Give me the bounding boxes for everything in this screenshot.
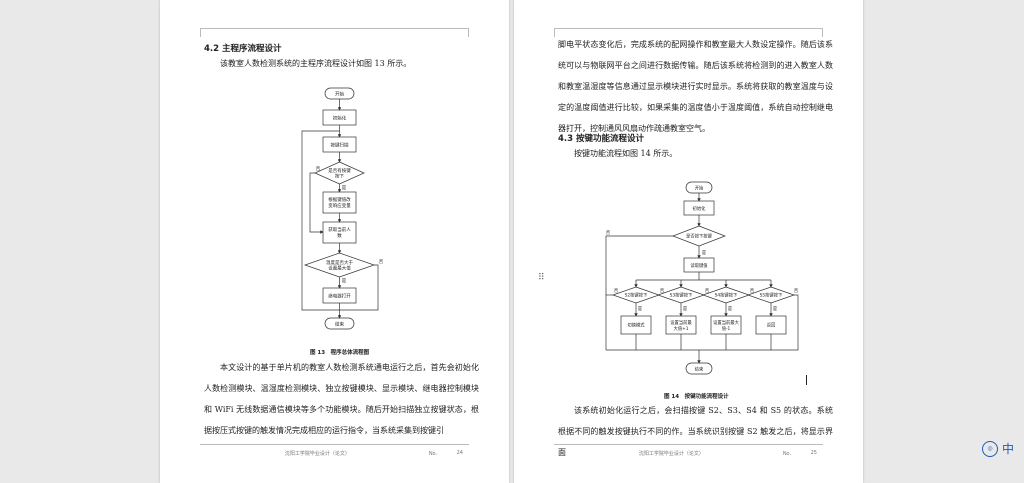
flow2-no-3: 否 xyxy=(705,288,710,294)
ime-language: 中 xyxy=(1002,442,1015,456)
flow-yes-label-2: 是 xyxy=(342,278,347,284)
flow2-k1-label: S2按键按下 xyxy=(625,292,648,299)
flow-start-label: 开始 xyxy=(335,91,344,98)
key-flowchart: 开始 初始化 是否按下按键 读取键值 S2按键按下 S3按键按下 S4按键按下 … xyxy=(605,181,799,375)
section-intro-2: 按键功能流程如图 14 所示。 xyxy=(574,149,678,158)
flow2-k4-label: S5按键按下 xyxy=(760,292,783,299)
figure-14-caption: 图 14 按键功能流程设计 xyxy=(664,394,729,400)
section-heading-4-3: 4.3 按键功能流程设计 xyxy=(558,134,645,144)
footer-no: No． xyxy=(428,450,441,457)
ime-indicator[interactable]: ◎ 中 xyxy=(982,440,1014,457)
flow-decision-temp-line1: 温度是否大于 xyxy=(326,259,353,266)
page2-top-text: 脚电平状态变化后，完成系统的配网操作和教室最大人数设定操作。随后该系统可以与物联… xyxy=(558,40,833,133)
page2-body-text: 该系统初始化运行之后，会扫描按键 S2、S3、S4 和 S5 的状态。系统根据不… xyxy=(558,406,833,457)
flow-decision-temp-line2: 设置最大值 xyxy=(328,265,351,272)
section-intro: 该教室人数检测系统的主程序流程设计如图 13 所示。 xyxy=(220,59,412,68)
page1-body-text: 本文设计的基于单片机的教室人数检测系统通电运行之后，首先会初始化人数检测模块、温… xyxy=(204,363,479,435)
figure-13-caption: 图 13 程序总体流程图 xyxy=(310,350,370,356)
flow-process-key-line1: 根据键值改 xyxy=(328,196,351,203)
flow2-init-label: 初始化 xyxy=(693,205,707,212)
flow2-start-label: 开始 xyxy=(695,185,704,192)
flow-decision-key-line1: 是否有按键 xyxy=(328,167,351,174)
flow2-a1-label: 切换模式 xyxy=(627,322,645,329)
flow2-no-2: 否 xyxy=(660,288,665,294)
flow-no-label-1: 否 xyxy=(316,166,321,172)
drag-handle-icon[interactable]: ⠿ xyxy=(538,273,545,283)
flow-relay-label: 继电器打开 xyxy=(328,293,351,300)
document-page-24: 4.2 主程序流程设计 该教室人数检测系统的主程序流程设计如图 13 所示。 xyxy=(160,0,509,483)
flow2-a4-label: 返回 xyxy=(767,322,776,329)
flow2-a3-line1: 设置当前最大 xyxy=(713,319,739,326)
main-flowchart: 开始 初始化 按键扫描 是否有按键 按下 根据键值改 变响应变量 获取当前人 数… xyxy=(301,87,384,330)
flow2-k2-label: S3按键按下 xyxy=(670,292,693,299)
flow2-a2-line1: 设置当前最 xyxy=(670,319,692,326)
section-heading-4-2: 4.2 主程序流程设计 xyxy=(204,44,282,54)
flow2-yes-0: 是 xyxy=(702,250,707,256)
text-cursor xyxy=(806,375,807,385)
flow-yes-label-1: 是 xyxy=(342,185,347,191)
flow2-end-label: 结束 xyxy=(695,366,704,373)
flow2-a2-line2: 大值+1 xyxy=(674,325,689,332)
flow-process-count-line1: 获取当前人 xyxy=(328,226,351,233)
flow2-no-5: 否 xyxy=(794,288,799,294)
header-rule xyxy=(200,28,469,37)
flow2-no-4: 否 xyxy=(750,288,755,294)
footer-page-number: 24 xyxy=(456,450,463,456)
flow2-k3-label: S4按键按下 xyxy=(715,292,738,299)
flow-no-label-2: 否 xyxy=(379,259,384,265)
flow2-no-0: 否 xyxy=(606,230,611,236)
flow2-yes-2: 是 xyxy=(683,306,688,312)
flow-decision-key-line2: 按下 xyxy=(335,173,344,180)
flow2-decision-label: 是否按下按键 xyxy=(686,233,712,240)
flow-end-label: 结束 xyxy=(335,321,344,328)
flow2-no-1: 否 xyxy=(614,288,619,294)
footer-title: 沈阳工学院毕业设计（论文） xyxy=(284,450,350,457)
flow-scan-label: 按键扫描 xyxy=(331,142,349,149)
flow-process-key-line2: 变响应变量 xyxy=(328,202,351,209)
flow-process-count-line2: 数 xyxy=(337,232,342,239)
flow2-yes-3: 是 xyxy=(728,306,733,312)
footer-title: 沈阳工学院毕业设计（论文） xyxy=(638,450,704,457)
document-page-25: 脚电平状态变化后，完成系统的配网操作和教室最大人数设定操作。随后该系统可以与物联… xyxy=(514,0,863,483)
flow-init-label: 初始化 xyxy=(333,115,347,122)
header-rule xyxy=(554,28,823,37)
footer-no: No． xyxy=(782,450,795,457)
ime-icon: ◎ xyxy=(982,440,998,457)
footer-page-number: 25 xyxy=(810,450,817,456)
flow2-yes-1: 是 xyxy=(638,306,643,312)
flow2-read-label: 读取键值 xyxy=(690,262,708,269)
page-footer: 沈阳工学院毕业设计（论文） No． 25 xyxy=(554,444,823,461)
flow2-yes-4: 是 xyxy=(773,306,778,312)
page-footer: 沈阳工学院毕业设计（论文） No． 24 xyxy=(200,444,469,461)
flow2-a3-line2: 值-1 xyxy=(722,325,731,332)
